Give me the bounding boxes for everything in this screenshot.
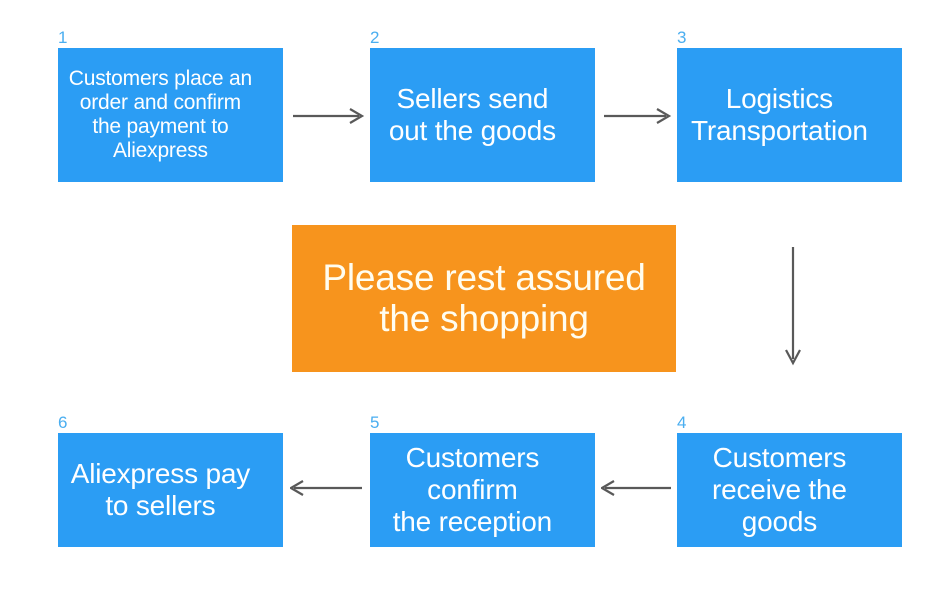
arrow-right-icon-2-to-3 — [604, 108, 672, 124]
step-number-1: 1 — [58, 28, 68, 47]
arrow-left-icon-5-to-6 — [290, 480, 362, 496]
flow-node-4-label: Customers receive the goods — [711, 442, 847, 537]
arrow-down-icon-3-to-4 — [785, 247, 801, 366]
flow-node-1-label: Customers place an order and confirm the… — [68, 67, 252, 162]
flow-node-3-label: Logistics Transportation — [691, 83, 868, 146]
highlight-banner[interactable]: Please rest assured the shopping — [292, 225, 676, 372]
step-number-6: 6 — [58, 413, 68, 432]
highlight-banner-label: Please rest assured the shopping — [322, 256, 646, 339]
flow-node-5[interactable]: Customers confirm the reception — [370, 433, 595, 547]
flow-node-3[interactable]: Logistics Transportation — [677, 48, 902, 182]
flow-node-5-label: Customers confirm the reception — [392, 442, 553, 537]
step-number-3: 3 — [677, 28, 687, 47]
flow-node-2[interactable]: Sellers send out the goods — [370, 48, 595, 182]
arrow-right-icon-1-to-2 — [293, 108, 365, 124]
arrow-left-icon-4-to-5 — [601, 480, 671, 496]
flow-node-1[interactable]: Customers place an order and confirm the… — [58, 48, 283, 182]
step-number-2: 2 — [370, 28, 380, 47]
flow-node-2-label: Sellers send out the goods — [388, 83, 556, 146]
step-number-4: 4 — [677, 413, 687, 432]
flow-node-6-label: Aliexpress pay to sellers — [70, 458, 251, 521]
flow-node-4[interactable]: Customers receive the goods — [677, 433, 902, 547]
step-number-5: 5 — [370, 413, 380, 432]
flow-node-6[interactable]: Aliexpress pay to sellers — [58, 433, 283, 547]
